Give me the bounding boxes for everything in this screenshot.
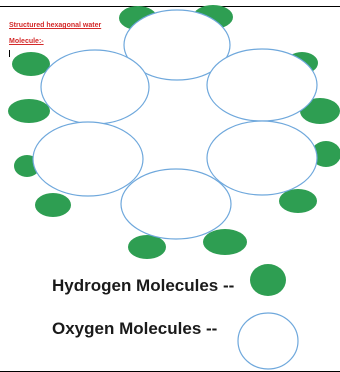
hydrogen-atom	[12, 52, 50, 76]
oxygen-atom	[206, 120, 318, 196]
top-rule	[0, 6, 340, 7]
hydrogen-atom	[300, 98, 340, 124]
legend-oxygen-swatch	[237, 312, 299, 370]
diagram-title: Structured hexagonal water	[9, 22, 102, 29]
hydrogen-atom	[203, 229, 247, 255]
legend-hydrogen-swatch	[250, 264, 286, 296]
hydrogen-atom	[311, 141, 340, 167]
hydrogen-atom	[35, 193, 71, 217]
oxygen-atom	[120, 168, 232, 240]
legend-oxygen-label: Oxygen Molecules --	[52, 319, 218, 338]
oxygen-atom	[123, 9, 231, 81]
hydrogen-atom	[279, 189, 317, 213]
text-cursor	[9, 50, 10, 57]
legend-hydrogen-label: Hydrogen Molecules --	[52, 276, 235, 295]
oxygen-atom	[206, 48, 318, 122]
diagram-subtitle: Molecule:-	[9, 38, 44, 45]
oxygen-atom	[32, 121, 144, 197]
hydrogen-atom	[128, 235, 166, 259]
hydrogen-atom	[8, 99, 50, 123]
oxygen-atom	[40, 49, 150, 125]
